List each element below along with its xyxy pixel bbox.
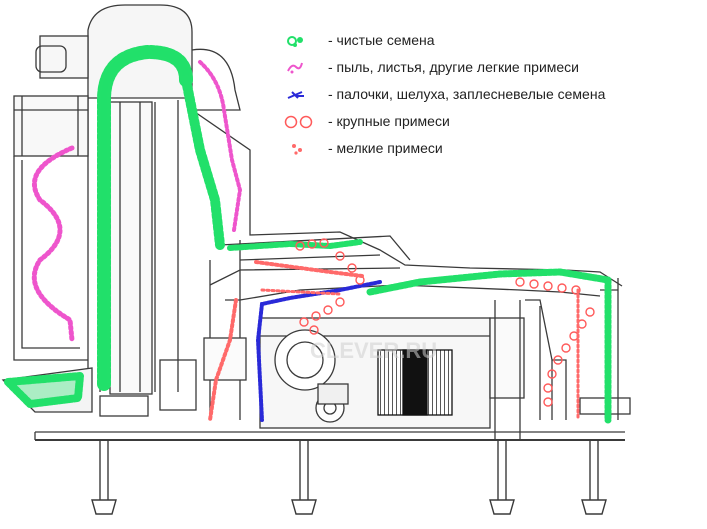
clean-seed-flow — [4, 45, 612, 424]
watermark: CLEVER.RU — [310, 338, 437, 363]
legend-item-sticks: - палочки, шелуха, заплесневелые семена — [282, 82, 702, 109]
red-dots-icon — [292, 144, 302, 155]
legend-label-dust: - пыль, листья, другие легкие примеси — [328, 59, 579, 75]
small-impurities-flow — [208, 260, 580, 422]
legend-label-large-impurities: - крупные примеси — [328, 113, 450, 129]
red-circles-icon — [284, 115, 313, 129]
dust-flow — [31, 60, 243, 343]
legend-label-sticks: - палочки, шелуха, заплесневелые семена — [328, 86, 606, 102]
large-impurities-flow — [295, 238, 595, 407]
legend-item-clean-seeds: - чистые семена — [282, 28, 702, 55]
blue-sticks-icon — [287, 91, 304, 99]
legend-label-clean-seeds: - чистые семена — [328, 32, 435, 48]
legend-item-dust: - пыль, листья, другие легкие примеси — [282, 55, 702, 82]
legend-item-large-impurities: - крупные примеси — [282, 109, 702, 136]
pink-dust-icon — [287, 62, 303, 74]
legend-item-small-impurities: - мелкие примеси — [282, 136, 702, 163]
sticks-flow — [255, 280, 382, 422]
green-seed-icon — [287, 36, 303, 47]
legend: - чистые семена - пыль, листья, другие л… — [282, 28, 702, 163]
legend-label-small-impurities: - мелкие примеси — [328, 140, 443, 156]
